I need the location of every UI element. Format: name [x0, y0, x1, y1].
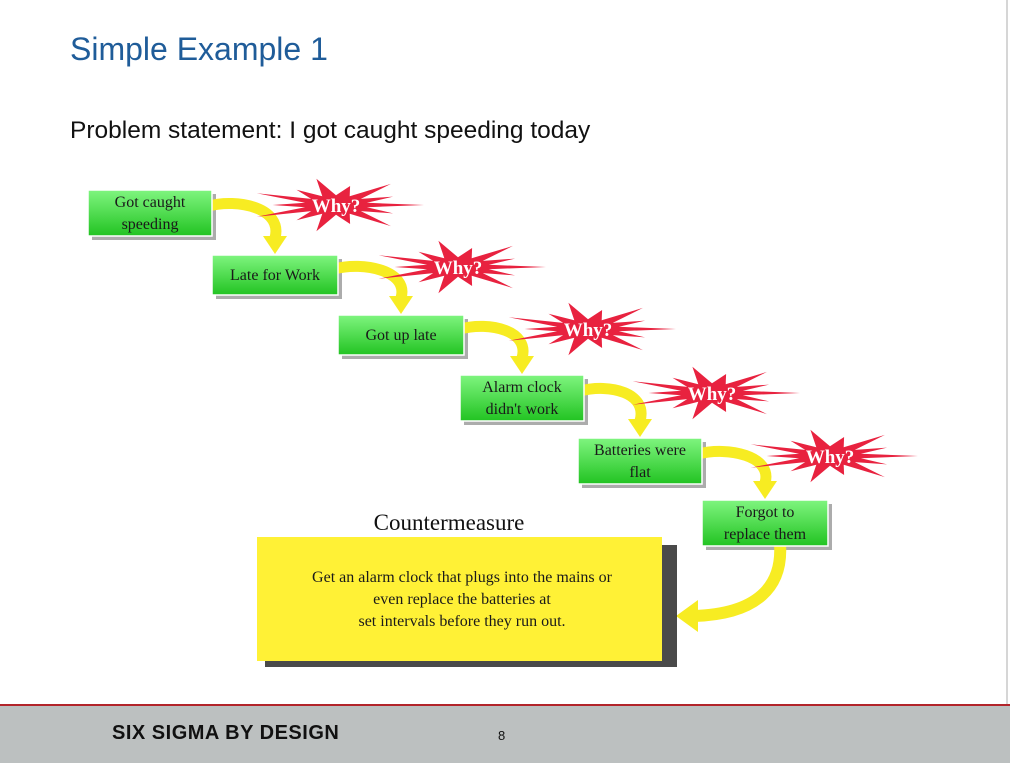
flow-arrow-head: [510, 356, 534, 374]
step-label: Got up late: [365, 327, 436, 344]
step-6: Forgot to replace them: [701, 499, 829, 547]
flow-arrow: [574, 382, 647, 427]
step-1: Got caught speeding: [87, 189, 213, 237]
step-5: Batteries were flat: [577, 437, 703, 485]
footer-brand: SIX SIGMA BY DESIGN: [112, 722, 340, 744]
countermeasure-box: [257, 537, 662, 661]
why-starburst: [750, 429, 918, 483]
why-starburst: [508, 302, 676, 356]
countermeasure-title: Countermeasure: [374, 510, 525, 535]
step-label: Alarm clock: [482, 379, 562, 396]
why-label: Why?: [688, 384, 737, 405]
step-2: Late for Work: [211, 254, 339, 296]
problem-statement: Problem statement: I got caught speeding…: [70, 117, 591, 144]
flow-arrow-head: [263, 236, 287, 254]
countermeasure-line-2: even replace the batteries at: [373, 591, 551, 608]
step-label: speeding: [122, 216, 179, 233]
flow-arrow-head: [628, 419, 652, 437]
why-label: Why?: [312, 196, 361, 217]
step-box: [701, 499, 829, 547]
why-label: Why?: [564, 320, 613, 341]
why-starburst: [378, 240, 546, 294]
step-label: Forgot to: [736, 504, 795, 521]
flow-arrows: [202, 198, 787, 632]
box-shadows: [92, 194, 832, 550]
step-box: [211, 254, 339, 296]
page-number: 8: [498, 728, 506, 743]
flow-arrow: [454, 320, 529, 364]
slide-edge-rule: [1006, 0, 1008, 706]
step-label: Got caught: [115, 194, 186, 211]
flow-arrow-head: [753, 481, 777, 499]
countermeasure-arrow: [688, 540, 787, 622]
step-box: [459, 374, 585, 422]
step-label: didn't work: [486, 401, 559, 418]
step-label: replace them: [724, 526, 807, 543]
countermeasure-line-1: Get an alarm clock that plugs into the m…: [312, 569, 613, 586]
step-box: [337, 314, 465, 356]
step-box: [577, 437, 703, 485]
countermeasure-arrow-head: [676, 600, 698, 632]
why-label: Why?: [434, 258, 483, 279]
flow-arrow: [328, 260, 408, 304]
flow-arrow-head: [389, 296, 413, 314]
footer-bar: SIX SIGMA BY DESIGN 8: [0, 704, 1010, 763]
five-whys-diagram: Why? Why? Why? Why? Why? Got caught speedingL…: [87, 178, 918, 667]
flow-arrow: [692, 446, 772, 489]
why-starburst: [632, 366, 800, 420]
countermeasure-block: Countermeasure Get an alarm clock that p…: [257, 510, 677, 667]
why-starbursts: Why? Why? Why? Why? Why?: [256, 178, 918, 483]
why-label: Why?: [806, 447, 855, 468]
flow-arrow: [202, 198, 282, 244]
step-label: Batteries were: [594, 442, 686, 459]
step-label: Late for Work: [230, 267, 320, 284]
slide-title: Simple Example 1: [70, 31, 328, 67]
why-starburst: [256, 178, 424, 232]
step-box: [87, 189, 213, 237]
step-4: Alarm clock didn't work: [459, 374, 585, 422]
countermeasure-line-3: set intervals before they run out.: [358, 613, 565, 630]
step-label: flat: [629, 464, 651, 481]
step-3: Got up late: [337, 314, 465, 356]
